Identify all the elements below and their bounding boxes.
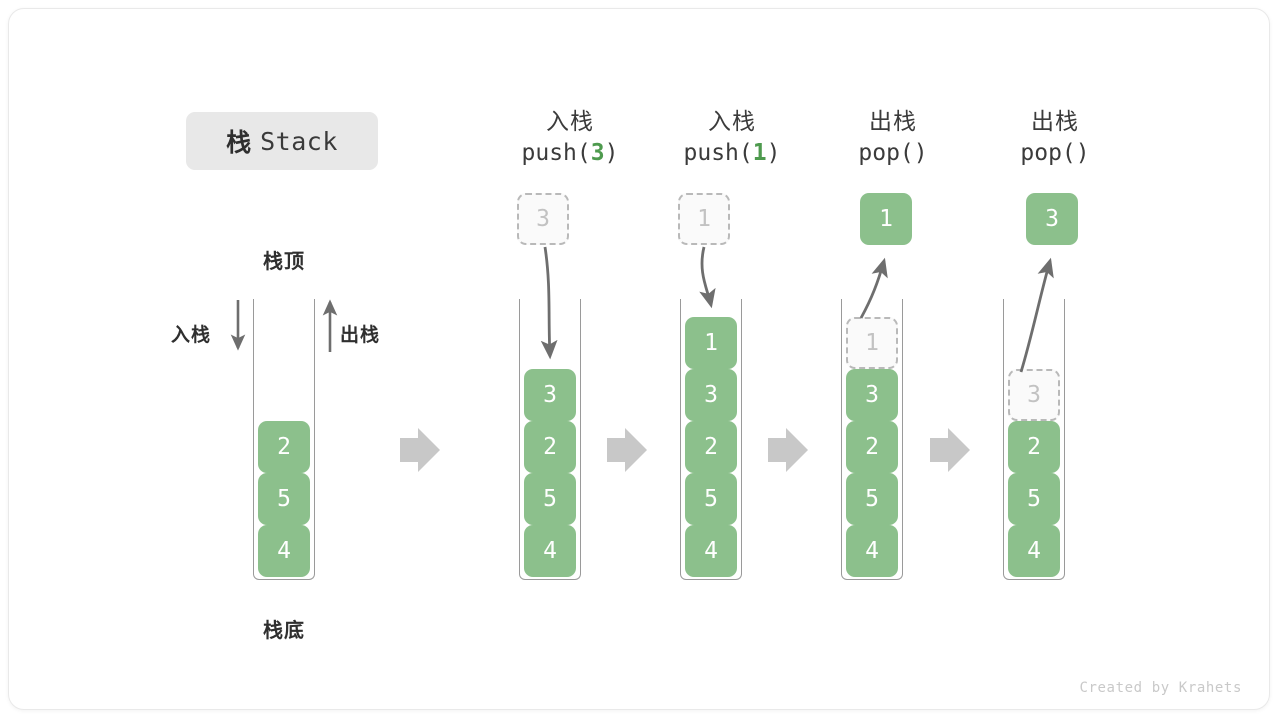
stack-element: 2 xyxy=(846,421,898,473)
code-suffix: ) xyxy=(604,140,619,166)
stack-element: 5 xyxy=(685,473,737,525)
stack-container xyxy=(841,299,903,580)
column-header-pop-1: 出栈 pop() xyxy=(808,106,978,170)
header-code: push(3) xyxy=(485,137,655,170)
header-cjk: 入栈 xyxy=(708,108,756,134)
stack-element: 4 xyxy=(685,525,737,577)
stack-element: 5 xyxy=(846,473,898,525)
stack-container xyxy=(519,299,581,580)
stack-element: 2 xyxy=(258,421,310,473)
code-prefix: pop( xyxy=(1020,140,1076,166)
column-header-push-1: 入栈 push(1) xyxy=(647,106,817,170)
stack-element: 4 xyxy=(258,525,310,577)
title-badge: 栈 Stack xyxy=(186,112,378,170)
stack-container xyxy=(1003,299,1065,580)
title-cjk: 栈 xyxy=(226,129,252,157)
stack-bottom-label: 栈底 xyxy=(263,620,305,642)
column-header-pop-3: 出栈 pop() xyxy=(970,106,1140,170)
header-code: push(1) xyxy=(647,137,817,170)
stack-element: 5 xyxy=(258,473,310,525)
stack-element: 2 xyxy=(685,421,737,473)
code-suffix: ) xyxy=(1075,140,1090,166)
code-prefix: push( xyxy=(683,140,753,166)
popped-element: 3 xyxy=(1026,193,1078,245)
header-cjk: 入栈 xyxy=(546,108,594,134)
header-cjk: 出栈 xyxy=(869,108,917,134)
header-code: pop() xyxy=(808,137,978,170)
code-suffix: ) xyxy=(913,140,928,166)
stack-container xyxy=(680,299,742,580)
stack-element: 3 xyxy=(524,369,576,421)
vacated-slot-ghost: 1 xyxy=(846,317,898,369)
stack-element: 4 xyxy=(846,525,898,577)
stack-element: 3 xyxy=(685,369,737,421)
popped-element: 1 xyxy=(860,193,912,245)
pop-side-label: 出栈 xyxy=(340,325,381,346)
code-suffix: ) xyxy=(766,140,781,166)
header-code: pop() xyxy=(970,137,1140,170)
stack-element: 2 xyxy=(524,421,576,473)
vacated-slot-ghost: 3 xyxy=(1008,369,1060,421)
header-cjk: 出栈 xyxy=(1031,108,1079,134)
stack-element: 1 xyxy=(685,317,737,369)
stack-element: 2 xyxy=(1008,421,1060,473)
column-header-push-3: 入栈 push(3) xyxy=(485,106,655,170)
stack-container xyxy=(253,299,315,580)
stack-element: 5 xyxy=(1008,473,1060,525)
stack-element: 4 xyxy=(1008,525,1060,577)
code-prefix: pop( xyxy=(858,140,914,166)
stack-element: 3 xyxy=(846,369,898,421)
watermark: Created by Krahets xyxy=(1079,680,1242,696)
incoming-element-ghost: 3 xyxy=(517,193,569,245)
code-arg: 1 xyxy=(752,140,767,166)
stack-element: 5 xyxy=(524,473,576,525)
code-prefix: push( xyxy=(521,140,591,166)
stack-element: 4 xyxy=(524,525,576,577)
code-arg: 3 xyxy=(590,140,605,166)
title-latin: Stack xyxy=(260,126,338,156)
push-side-label: 入栈 xyxy=(171,325,212,346)
incoming-element-ghost: 1 xyxy=(678,193,730,245)
stack-top-label: 栈顶 xyxy=(263,251,305,273)
